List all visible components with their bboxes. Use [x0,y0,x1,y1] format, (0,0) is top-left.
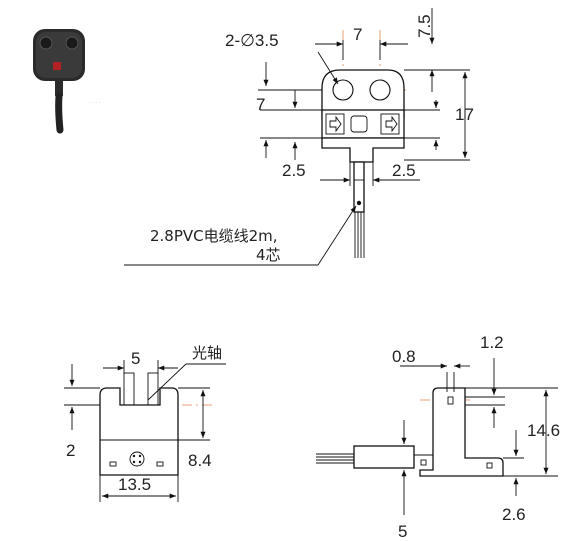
sensor-photo: ···· [33,29,101,134]
cable-note-line1: 2.8PVC电缆线2m, [150,227,278,245]
dim-side-7: 7 [256,95,265,114]
dim-slot: 5 [131,349,140,368]
cable-note-line2: 4芯 [256,246,281,264]
dim-front-84: 8.4 [188,451,212,470]
dim-side-08: 0.8 [392,347,416,366]
hole-label: 2-∅3.5 [225,31,279,50]
svg-text:····: ···· [88,97,101,108]
front-view: 5 光轴 2 8.4 13.5 [64,344,226,502]
dim-front-width: 13.5 [118,475,151,494]
dim-side-12: 1.2 [480,333,504,352]
dim-front-2: 2 [66,441,75,460]
dim-right-25: 2.5 [392,161,416,180]
dim-hole-pitch: 7 [353,25,362,44]
dim-top-offset: 7.5 [415,14,434,38]
dim-side-146: 14.6 [527,421,560,440]
optical-axis-label: 光轴 [192,344,222,362]
dim-body-height: 17 [455,105,474,124]
dim-side-26: 2.6 [502,505,526,524]
dim-left-25: 2.5 [282,161,306,180]
indicator-led [53,62,61,70]
side-view: 0.8 1.2 14.6 2.6 5 [316,333,560,541]
top-view: 7 2-∅3.5 7.5 17 7 2.5 2. [124,8,474,266]
dim-side-5: 5 [398,522,407,541]
